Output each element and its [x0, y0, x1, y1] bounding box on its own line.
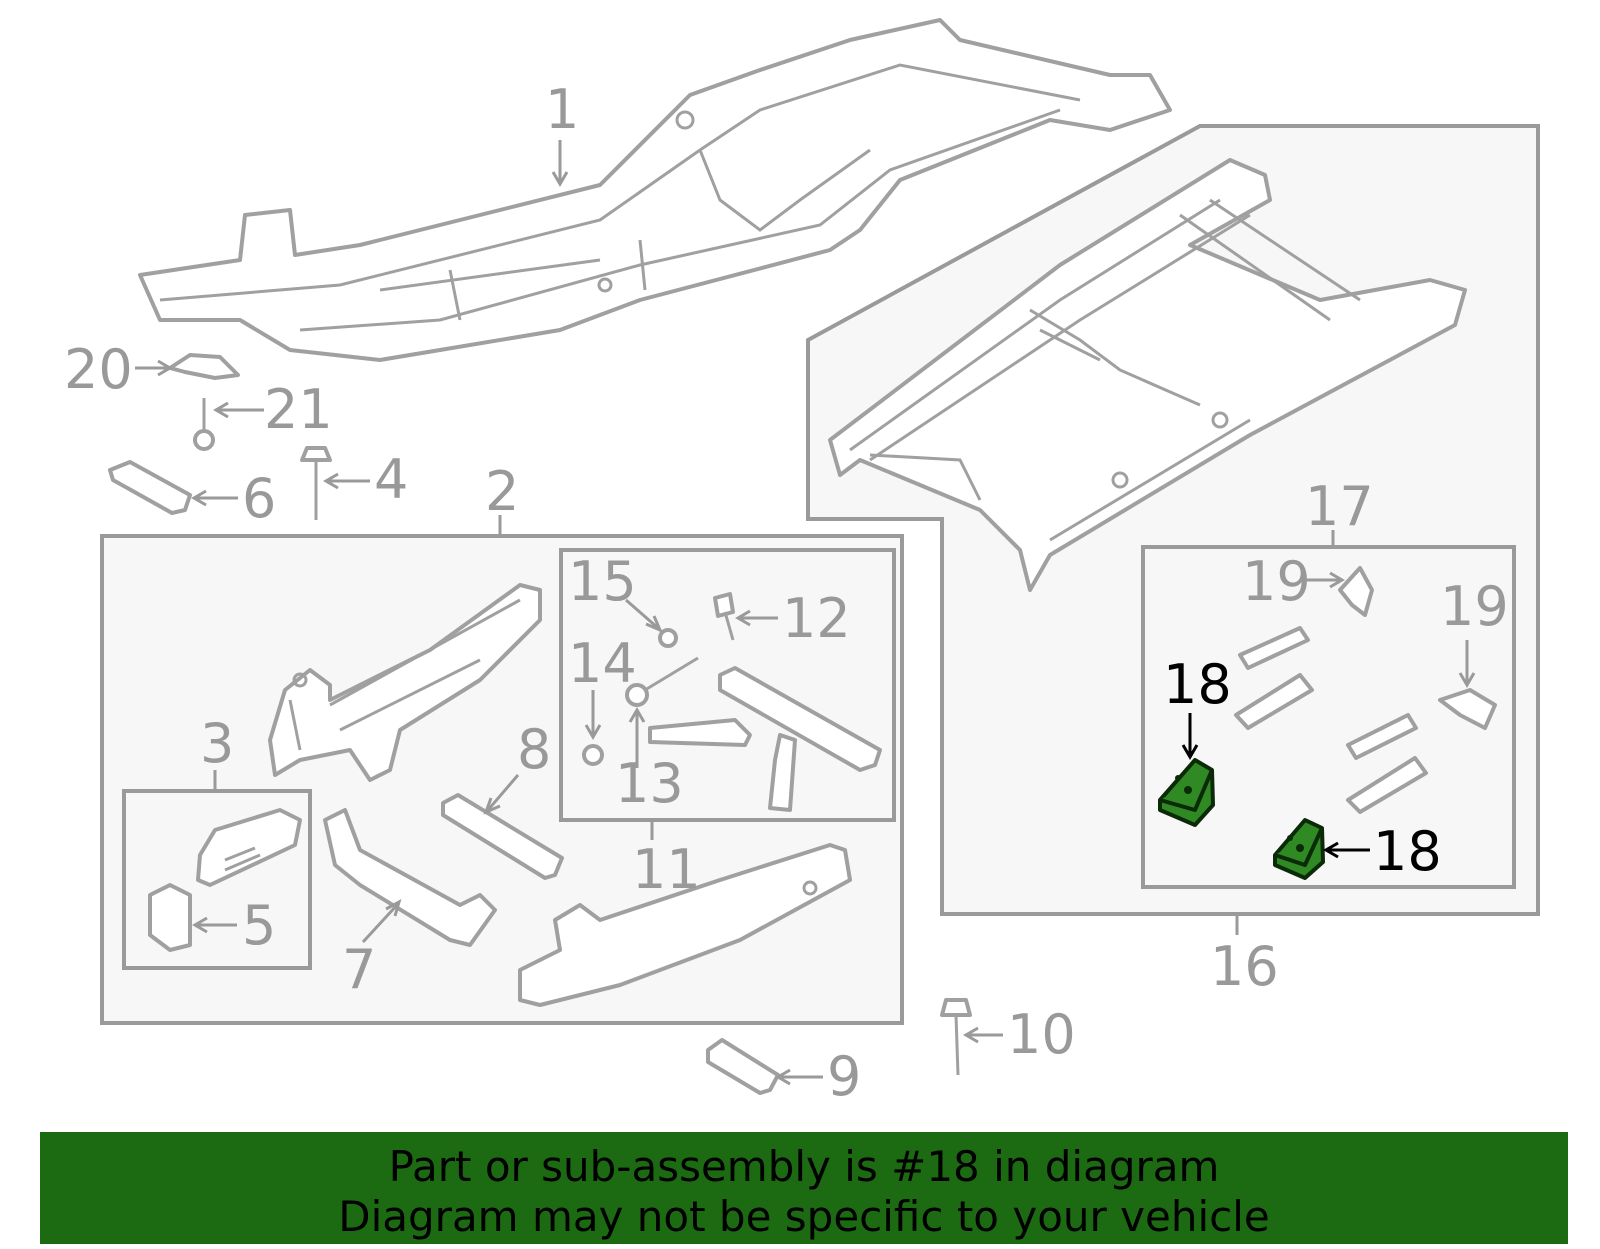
label-12: 12: [782, 587, 851, 650]
highlighted-part-18b: [1273, 818, 1325, 880]
reinforcement-17b: [1234, 673, 1314, 730]
reinforcement-17c: [1346, 713, 1418, 760]
bolt-part-21: [193, 398, 215, 451]
label-6: 6: [242, 467, 276, 530]
label-17: 17: [1305, 475, 1374, 538]
pad-part-9: [706, 1038, 780, 1095]
frame-assembly-part-1: [138, 18, 1172, 362]
bracket-part-19a: [1338, 566, 1374, 617]
leader-arrows: [135, 140, 1476, 1086]
crossmember-part-7: [323, 808, 497, 947]
pad-part-6: [108, 460, 192, 515]
label-14: 14: [568, 632, 637, 695]
bolt-part-4: [300, 446, 332, 520]
label-15: 15: [568, 550, 637, 613]
nut-part-15: [658, 628, 678, 648]
plate-part-5: [148, 883, 192, 952]
label-18-left: 18: [1163, 653, 1232, 716]
label-3: 3: [200, 712, 234, 775]
front-frame-section-part-2: [268, 583, 542, 782]
nut-part-14: [582, 744, 604, 766]
label-18-right: 18: [1373, 820, 1442, 883]
bracket-part-20: [168, 353, 240, 380]
label-19-left: 19: [1242, 550, 1311, 613]
bolt-part-10: [940, 998, 972, 1076]
bracket-part-19b: [1438, 688, 1497, 730]
banner-line-1: Part or sub-assembly is #18 in diagram: [388, 1142, 1220, 1191]
label-13: 13: [615, 752, 684, 815]
label-2: 2: [485, 460, 519, 523]
label-1: 1: [545, 78, 579, 141]
label-21: 21: [264, 378, 333, 441]
label-11: 11: [632, 838, 701, 901]
reinforcement-17d: [1346, 756, 1428, 814]
frame-rail-piece: [518, 843, 852, 1007]
label-7: 7: [342, 938, 376, 1001]
bracket-part-11a: [648, 718, 752, 747]
bracket-part-3: [196, 808, 302, 887]
reinforcement-17a: [1238, 626, 1310, 670]
highlighted-part-18a: [1158, 758, 1215, 827]
bolt-part-12: [713, 592, 735, 641]
label-16: 16: [1210, 935, 1279, 998]
bar-part-11: [718, 666, 882, 772]
label-10: 10: [1007, 1003, 1076, 1066]
label-20: 20: [64, 338, 133, 401]
bolt-part-13: [625, 656, 699, 707]
label-8: 8: [517, 718, 551, 781]
label-5: 5: [242, 894, 276, 957]
rear-frame-section-part-16: [828, 158, 1467, 592]
label-4: 4: [374, 448, 408, 511]
info-banner: Part or sub-assembly is #18 in diagram D…: [40, 1132, 1568, 1244]
bracket-part-11b: [768, 733, 797, 812]
banner-line-2: Diagram may not be specific to your vehi…: [338, 1192, 1270, 1241]
label-19-right: 19: [1440, 575, 1509, 638]
reinforcement-part-8: [441, 793, 564, 880]
group-box-17: [1141, 545, 1516, 889]
label-9: 9: [827, 1045, 861, 1108]
